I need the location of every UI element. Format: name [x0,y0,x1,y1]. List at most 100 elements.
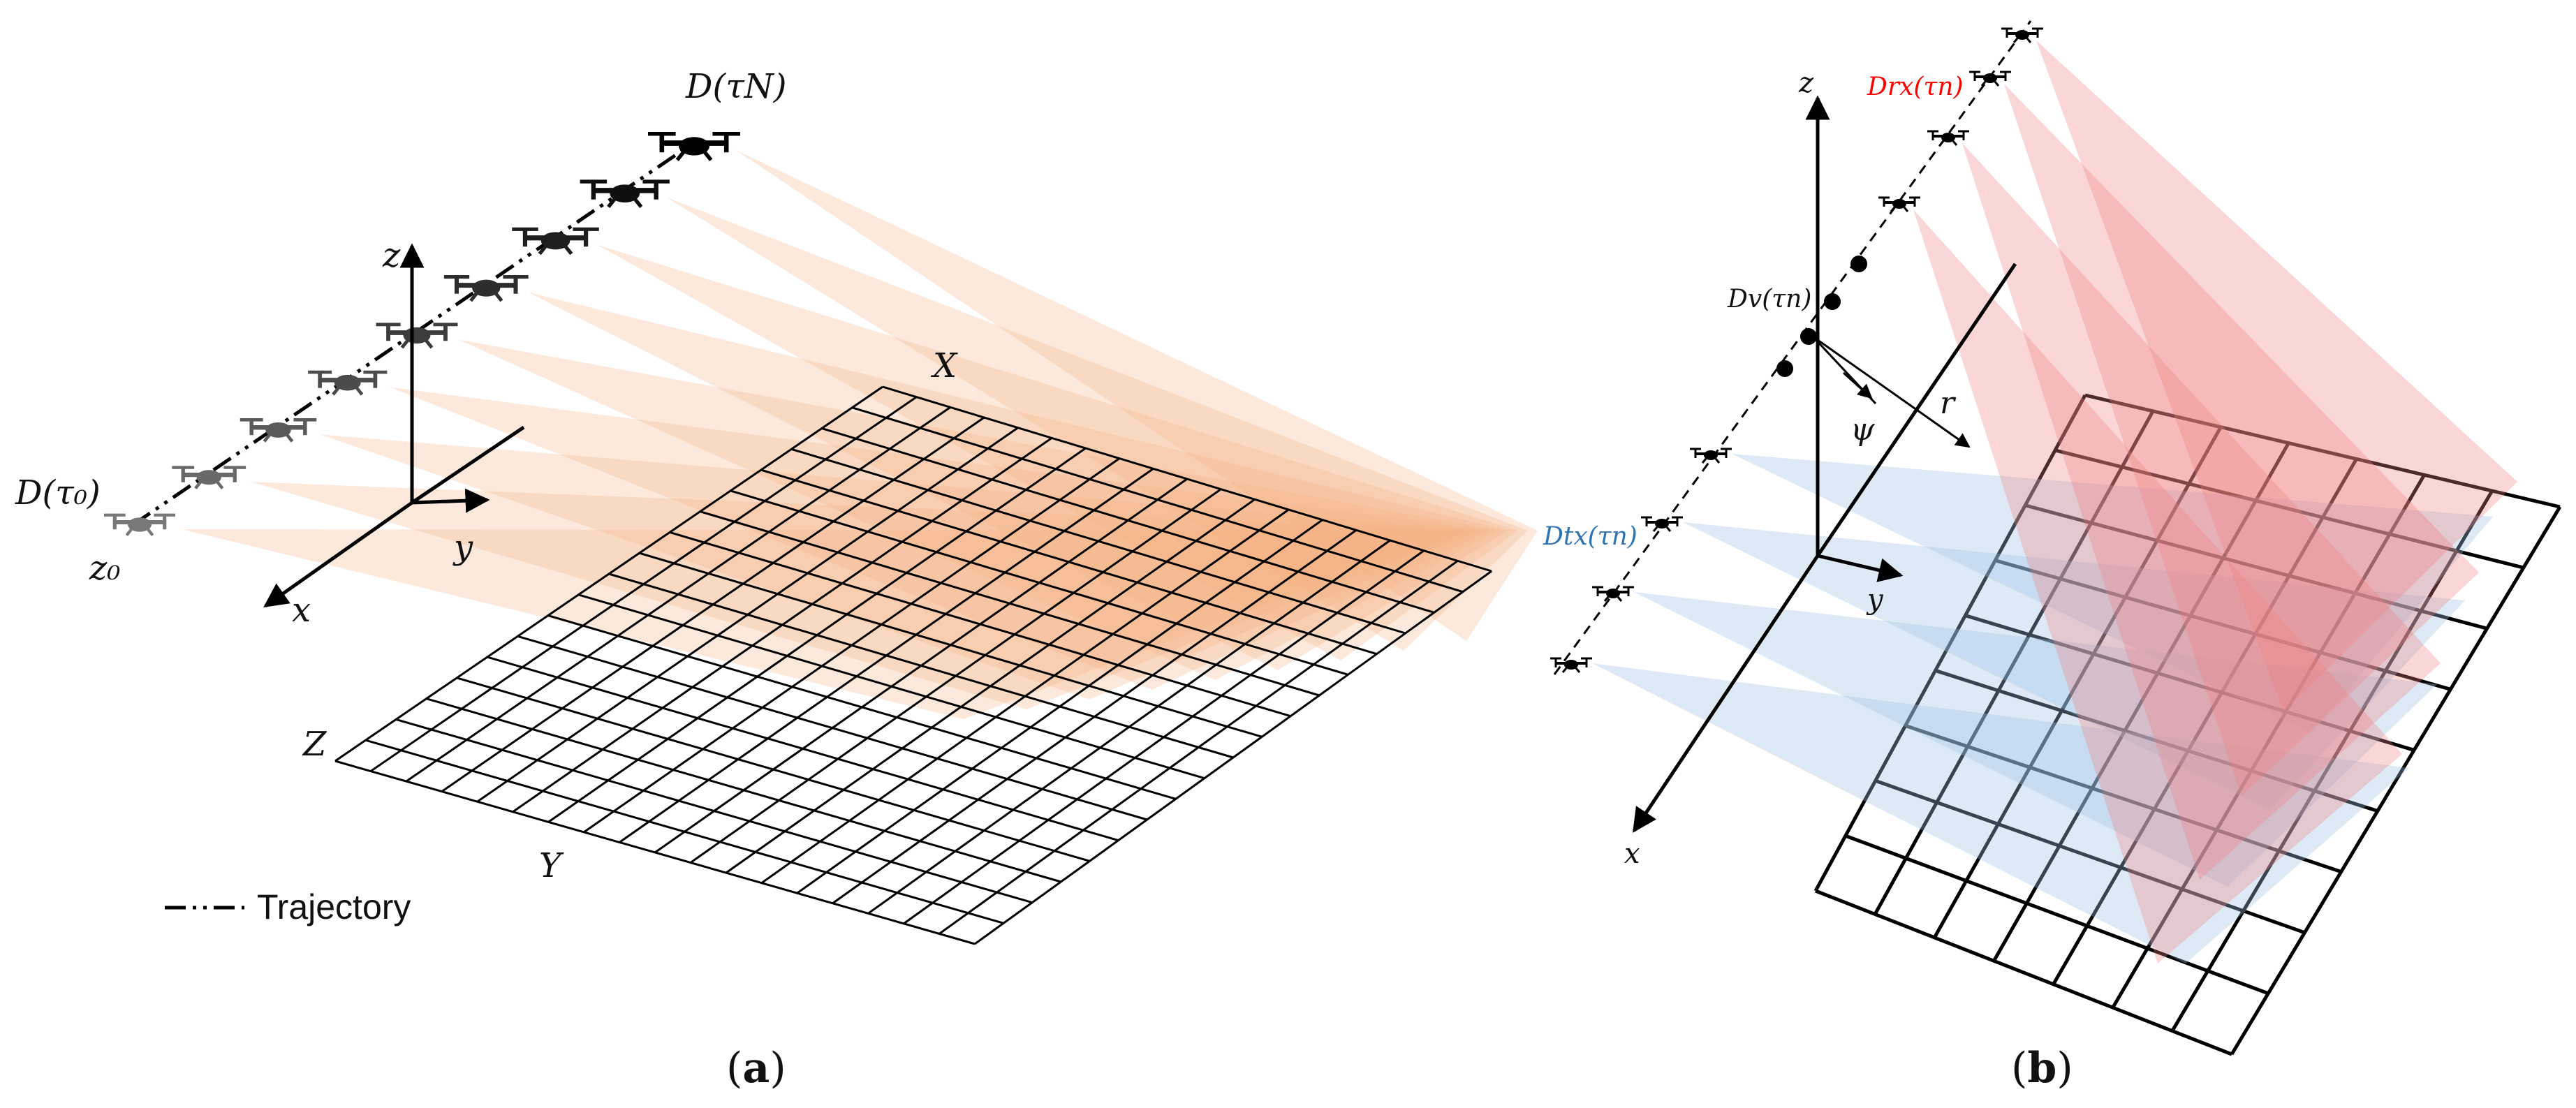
beams-a [182,150,1538,719]
grid-b-line [1994,559,2452,691]
grid-label-x: X [930,346,958,385]
axis-x-a [263,501,413,608]
beam-a [320,434,1479,700]
grid-b-line [1934,669,2378,813]
rx-label: Drx(τn) [1867,73,1964,101]
grid-b-line [1992,442,2290,962]
tx-beams [1592,454,2493,963]
legend-a: Trajectory [165,887,411,926]
beam-a [182,529,1459,719]
grid-a-line [608,573,1234,759]
caption-a: (a) [726,1044,786,1093]
drone-icon [376,325,458,348]
grid-b-line [1933,426,2223,939]
tx-beam [1634,592,2437,887]
legend-text: Trajectory [257,887,411,926]
range-line [1812,335,1971,448]
axis-y-b [1817,554,1904,582]
axis-z-label-b: z [1798,67,1814,99]
altitude-label: z₀ [89,549,121,588]
grid-a-line [547,614,1177,800]
grid-a-line [852,406,1464,593]
beam-a [251,482,1469,709]
axis-y-label-b: y [1866,584,1884,616]
drone-icon [648,134,740,160]
tx-beam [1592,663,2409,963]
grid-b-line [2084,393,2561,509]
beam-a [597,244,1518,660]
grid-a-line [821,427,1435,614]
grid-a-line [456,677,1090,862]
axis-y-a [411,488,490,513]
panel-a: z x y D(τ₀) z₀ D(τN) X Y Z Trajectory (a… [15,67,1538,1093]
grid-a-line [395,718,1033,904]
axis-z-label-a: z [382,236,401,275]
grid-b-line [2052,458,2358,985]
axis-y-label-a: y [452,528,473,567]
drone-icon [240,420,317,441]
rx-beam [1962,143,2441,880]
grid-b-line [1964,614,2415,752]
rx-beam [1913,209,2402,963]
beam-a [666,197,1528,651]
grid-a-line [639,552,1263,738]
tx-beam [1732,454,2493,733]
virtual-point [1800,328,1817,345]
drone-icon [1968,71,2012,87]
virtual-point [1776,360,1793,377]
psi-arc [1842,371,1873,399]
drone-icon [1926,130,1971,147]
trajectory-line-b [1553,20,2032,675]
grid-b-line [1815,889,2232,1056]
drone-icon [512,229,599,253]
virtual-label: Dv(τn) [1727,285,1811,313]
drone-end-label: D(τN) [685,67,787,106]
grid-a-line [334,760,976,945]
drone-icon [444,277,529,301]
grid-a-line [790,448,1406,635]
grid-b-line [2024,503,2488,630]
drone-icon [172,468,246,489]
grid-label-z: Z [302,725,327,764]
rx-beam [2004,84,2479,796]
drone-icon [104,515,175,535]
grid-a-line [578,593,1205,780]
axis-line-a [411,425,525,505]
drone-icon [1877,196,1922,213]
grid-b-line [2111,474,2426,1009]
beam-a [736,150,1538,641]
grid-a-line [365,739,1004,924]
grid-b [1813,393,2562,1056]
beam-a [389,387,1489,690]
grid-a-line [487,656,1119,842]
grid-b-line [1813,394,2087,892]
beam-a [528,292,1508,670]
range-label: r [1940,385,1957,421]
beam-a [459,339,1499,680]
virtual-point [1850,256,1867,272]
grid-b-line [2054,448,2524,570]
grid-label-y: Y [539,846,564,885]
drone-icon [1591,586,1635,603]
drone-icon [580,182,670,207]
grid-b-line [2170,489,2494,1032]
drone-start-label: D(τ₀) [15,473,101,512]
axis-x-b [1632,554,1820,833]
grid-b-line [1873,410,2155,915]
grid-a-line [730,489,1348,676]
drone-icon [2000,27,2045,44]
axis-x-label-a: x [292,591,311,630]
axes-a [263,243,525,608]
ground-grid-a [334,385,1492,945]
grid-b-line [1845,834,2269,996]
grid-a-line [882,385,1492,573]
virtual-point [1824,293,1841,310]
grid-b-line [2230,505,2562,1056]
grid-a-line [669,531,1291,718]
grid-a-line [700,510,1320,697]
tx-beam [1683,522,2465,810]
drone-icon [1640,516,1684,533]
grid-b-line [1904,723,2342,874]
grid-a-line [760,468,1377,656]
